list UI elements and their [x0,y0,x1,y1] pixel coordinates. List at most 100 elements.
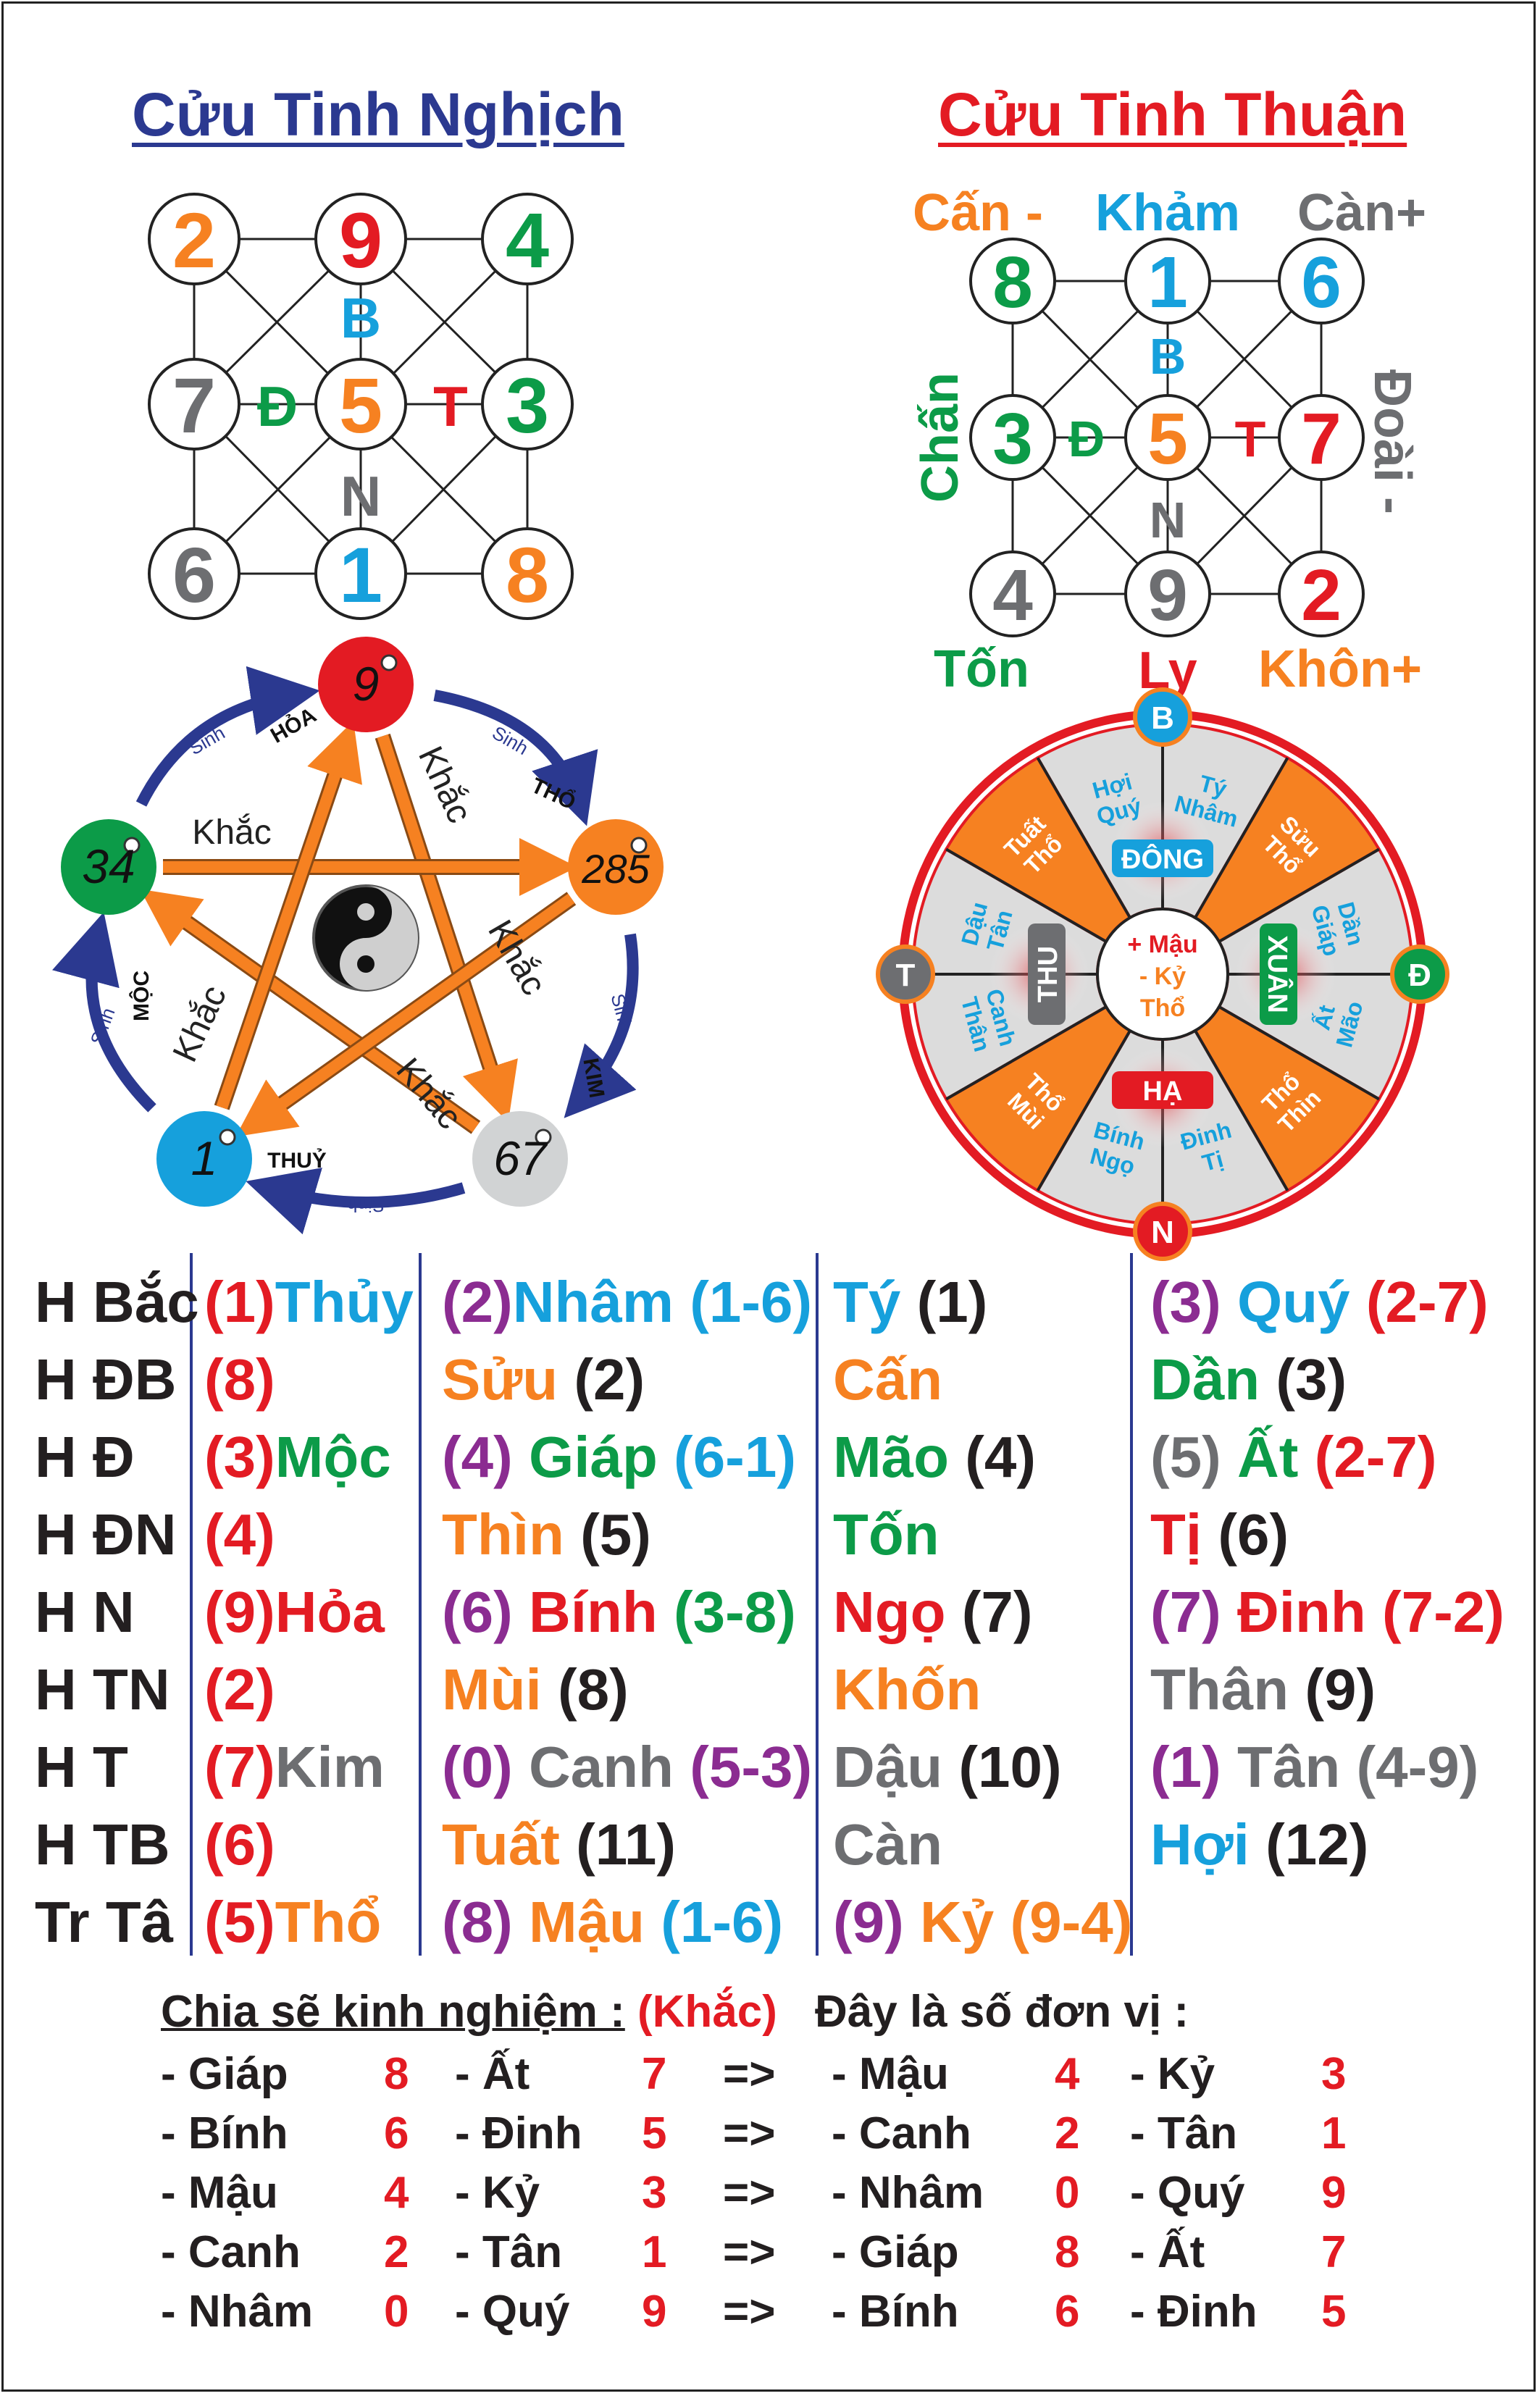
cardinal-letter: B [1151,700,1174,736]
star-number: 4 [992,555,1033,636]
cell-segment: (2) [204,1657,275,1722]
element-number: 67 [493,1131,548,1185]
stem-number: 6 [1055,2287,1080,2337]
stem-name: - Tân [455,2227,563,2277]
star-circle [481,358,574,451]
stem-number: 9 [642,2287,667,2337]
sinh-label: Sinh [347,1194,385,1216]
cell-segment: Mậu [529,1890,661,1954]
cell-segment: (3) [204,1425,275,1489]
left-grid-title: Cửu Tinh Nghịch [132,80,624,148]
cell-segment: Kim [275,1735,385,1799]
sinh-arrow [135,666,320,807]
cardinal-letter: Đ [1408,958,1431,993]
star-circle [969,394,1056,481]
stem-number: 7 [642,2049,667,2099]
cell-segment: (8) [204,1347,275,1412]
cell-segment: (12) [1265,1812,1369,1877]
cell-segment: Kỷ [920,1890,1010,1954]
stem-number: 6 [384,2108,409,2158]
stem-number: 1 [1321,2108,1347,2158]
star-circle [314,358,407,451]
stem-name: - Quý [1130,2168,1245,2218]
cardinal-badge [1133,1202,1192,1261]
center-label: Thổ [1140,994,1185,1022]
arrow-symbol: => [723,2227,776,2277]
cardinal-badge [1133,687,1192,747]
star-circle [148,358,240,451]
star-number: 3 [992,398,1033,479]
compass-divider [945,1005,1108,1101]
season-text: ĐÔNG [1121,842,1204,875]
cell-segment: Mộc [275,1425,391,1489]
cell-segment: Đinh [1237,1580,1382,1644]
stem-number: 5 [1321,2287,1347,2337]
table-cell: Cấn [833,1346,942,1413]
unit-note: Đây là số đơn vị : [815,1987,1189,2037]
table-column-divider [816,1253,819,1956]
direction-label: H TN [35,1657,170,1722]
compass-divider [1194,1029,1289,1191]
table-cell: Càn [833,1811,942,1878]
cell-segment: Tị [1150,1502,1218,1567]
stem-name: - Bính [832,2287,959,2337]
star-circle [1124,238,1211,324]
node-dot [219,1128,236,1146]
cardinal-badge [876,944,935,1004]
cell-segment: (2) [442,1270,513,1334]
table-cell: Tốn [833,1501,940,1568]
stem-number: 4 [1055,2049,1080,2099]
cell-segment: (5-3) [690,1735,813,1799]
season-badge: THU [1028,923,1066,1025]
khac-arrow [140,889,480,1133]
table-cell: (8) [204,1346,275,1413]
cell-segment: (9) [833,1890,920,1954]
cell-segment: Tốn [833,1502,940,1567]
table-cell: (3)Mộc [204,1424,391,1491]
cell-segment: Sửu [442,1347,574,1412]
star-circle [148,527,240,620]
direction-label: H ĐB [35,1347,177,1412]
element-label: MỘC [129,971,154,1021]
cell-segment: (6) [204,1812,275,1877]
star-number: 9 [339,196,382,284]
direction-label: H T [35,1735,128,1799]
cell-segment: (9) [204,1580,275,1644]
east-direction-label: Đ [257,374,298,438]
cell-segment: (9-4) [1010,1890,1133,1954]
cell-segment: (3-8) [673,1580,796,1644]
cell-segment: (0) [442,1735,529,1799]
star-circle [969,238,1056,324]
star-number: 9 [1147,555,1188,636]
cell-segment: Nhâm (1-6) [512,1270,813,1334]
cell-segment: (1) [916,1270,988,1334]
star-number: 5 [339,361,382,449]
cell-segment: (7) [204,1735,275,1799]
cell-segment: Mùi [442,1657,558,1722]
star-circle [481,193,574,285]
cell-segment: Bính [529,1580,674,1644]
cell-segment: (3) [1150,1270,1237,1334]
table-cell: (2)Nhâm (1-6) [442,1269,812,1336]
table-cell: (8) Mậu (1-6) [442,1889,783,1956]
direction-label: H Đ [35,1425,135,1489]
stem-number: 2 [1055,2108,1080,2158]
stem-number: 0 [384,2287,409,2337]
stem-name: - Tân [1130,2108,1238,2158]
node-dot [630,837,648,854]
star-circle [1278,394,1365,481]
table-cell: Sửu (2) [442,1346,645,1413]
kham-label: Khảm [1095,184,1240,242]
cell-segment: Hỏa [275,1580,385,1644]
stem-number: 8 [384,2049,409,2099]
stem-name: - Đinh [1130,2287,1257,2337]
table-cell: (9) Kỷ (9-4) [833,1889,1132,1956]
khac-note: (Khắc) [637,1987,777,2037]
direction-label: Tr Tâ [35,1890,174,1954]
